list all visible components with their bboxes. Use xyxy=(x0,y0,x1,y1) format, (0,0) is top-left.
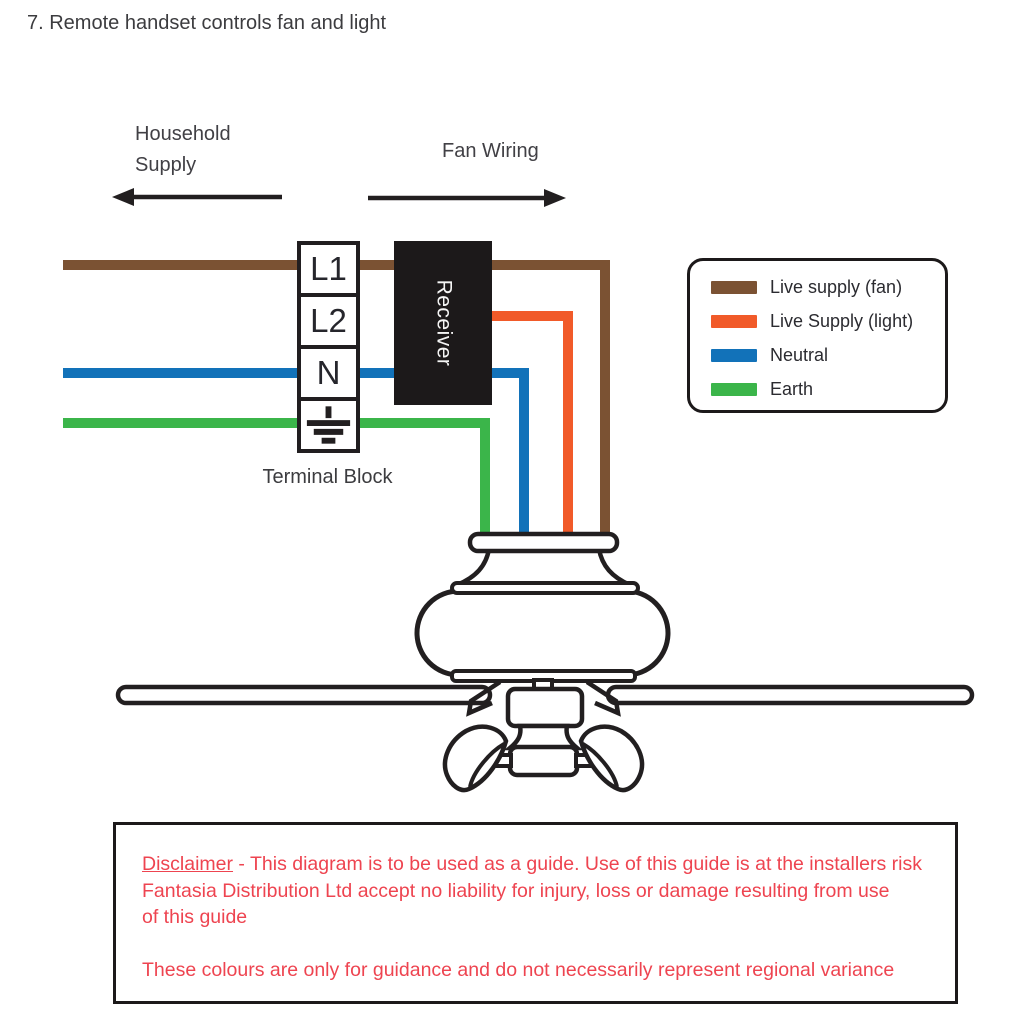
fan-spotlight-right xyxy=(578,724,645,793)
household-supply-label-line2: Supply xyxy=(135,154,197,176)
receiver-label: Receiver xyxy=(432,279,455,367)
fan-blade-left xyxy=(115,684,493,706)
live-light-swatch xyxy=(711,314,757,328)
legend-row-live-light: Live Supply (light) xyxy=(711,304,945,338)
household-supply-label: Household Supply xyxy=(135,119,231,181)
fan-bracket-right xyxy=(585,680,621,717)
legend-label-live-fan: Live supply (fan) xyxy=(770,276,903,297)
terminal-block: L1 L2 N xyxy=(297,241,360,453)
fan-switch-housing xyxy=(505,686,585,729)
fan-light-neck xyxy=(503,723,584,751)
fan-wiring-arrowhead xyxy=(544,189,566,207)
fan-bracket-left xyxy=(466,680,502,717)
receiver-box: Receiver xyxy=(394,241,492,405)
wires xyxy=(63,260,610,545)
neutral-swatch xyxy=(711,348,757,362)
neutral-wire xyxy=(63,368,529,545)
legend-row-live-fan: Live supply (fan) xyxy=(711,270,945,304)
legend-row-earth: Earth xyxy=(711,372,945,406)
ceiling-fan-drawing xyxy=(115,531,975,793)
disclaimer-line4: These colours are only for guidance and … xyxy=(142,959,895,981)
live-fan-swatch xyxy=(711,280,757,294)
fan-spotlight-left xyxy=(442,724,509,793)
legend-label-live-light: Live Supply (light) xyxy=(770,310,914,331)
fan-spotlight-right-rim xyxy=(581,742,619,788)
terminal-cell-earth xyxy=(301,401,356,449)
disclaimer-box: Disclaimer - This diagram is to be used … xyxy=(113,822,958,1004)
terminal-cell-l1: L1 xyxy=(301,245,356,297)
disclaimer-line2: Fantasia Distribution Ltd accept no liab… xyxy=(142,879,890,902)
disclaimer-word: Disclaimer xyxy=(142,853,234,875)
direction-arrows xyxy=(112,188,566,207)
fan-canopy xyxy=(467,531,620,554)
fan-blade-right xyxy=(605,684,975,706)
terminal-cell-n: N xyxy=(301,349,356,401)
terminal-cell-l2: L2 xyxy=(301,297,356,349)
fan-motor-housing xyxy=(414,588,671,678)
disclaimer-line3: of this guide xyxy=(142,906,248,928)
legend-label-neutral: Neutral xyxy=(770,344,829,365)
earth-swatch xyxy=(711,382,757,396)
earth-ground-icon xyxy=(306,406,351,444)
disclaimer-line1: Disclaimer - This diagram is to be used … xyxy=(142,851,951,878)
live-fan-wire xyxy=(63,260,610,545)
household-supply-label-line1: Household xyxy=(135,123,231,145)
wire-colour-legend: Live supply (fan) Live Supply (light) Ne… xyxy=(687,258,948,413)
household-supply-arrowhead xyxy=(112,188,134,206)
earth-wire xyxy=(63,418,490,545)
page-title: 7. Remote handset controls fan and light xyxy=(27,12,387,34)
legend-label-earth: Earth xyxy=(770,378,814,399)
fan-top-seam xyxy=(450,581,640,595)
live-light-wire xyxy=(470,311,573,545)
disclaimer-line1-rest: - This diagram is to be used as a guide.… xyxy=(233,853,922,875)
fan-wiring-label: Fan Wiring xyxy=(442,140,539,162)
fan-spotlight-left-rim xyxy=(468,742,506,788)
fan-downrod-bell xyxy=(456,546,631,588)
terminal-block-label: Terminal Block xyxy=(262,466,393,488)
fan-light-fitter xyxy=(507,744,580,778)
legend-row-neutral: Neutral xyxy=(711,338,945,372)
